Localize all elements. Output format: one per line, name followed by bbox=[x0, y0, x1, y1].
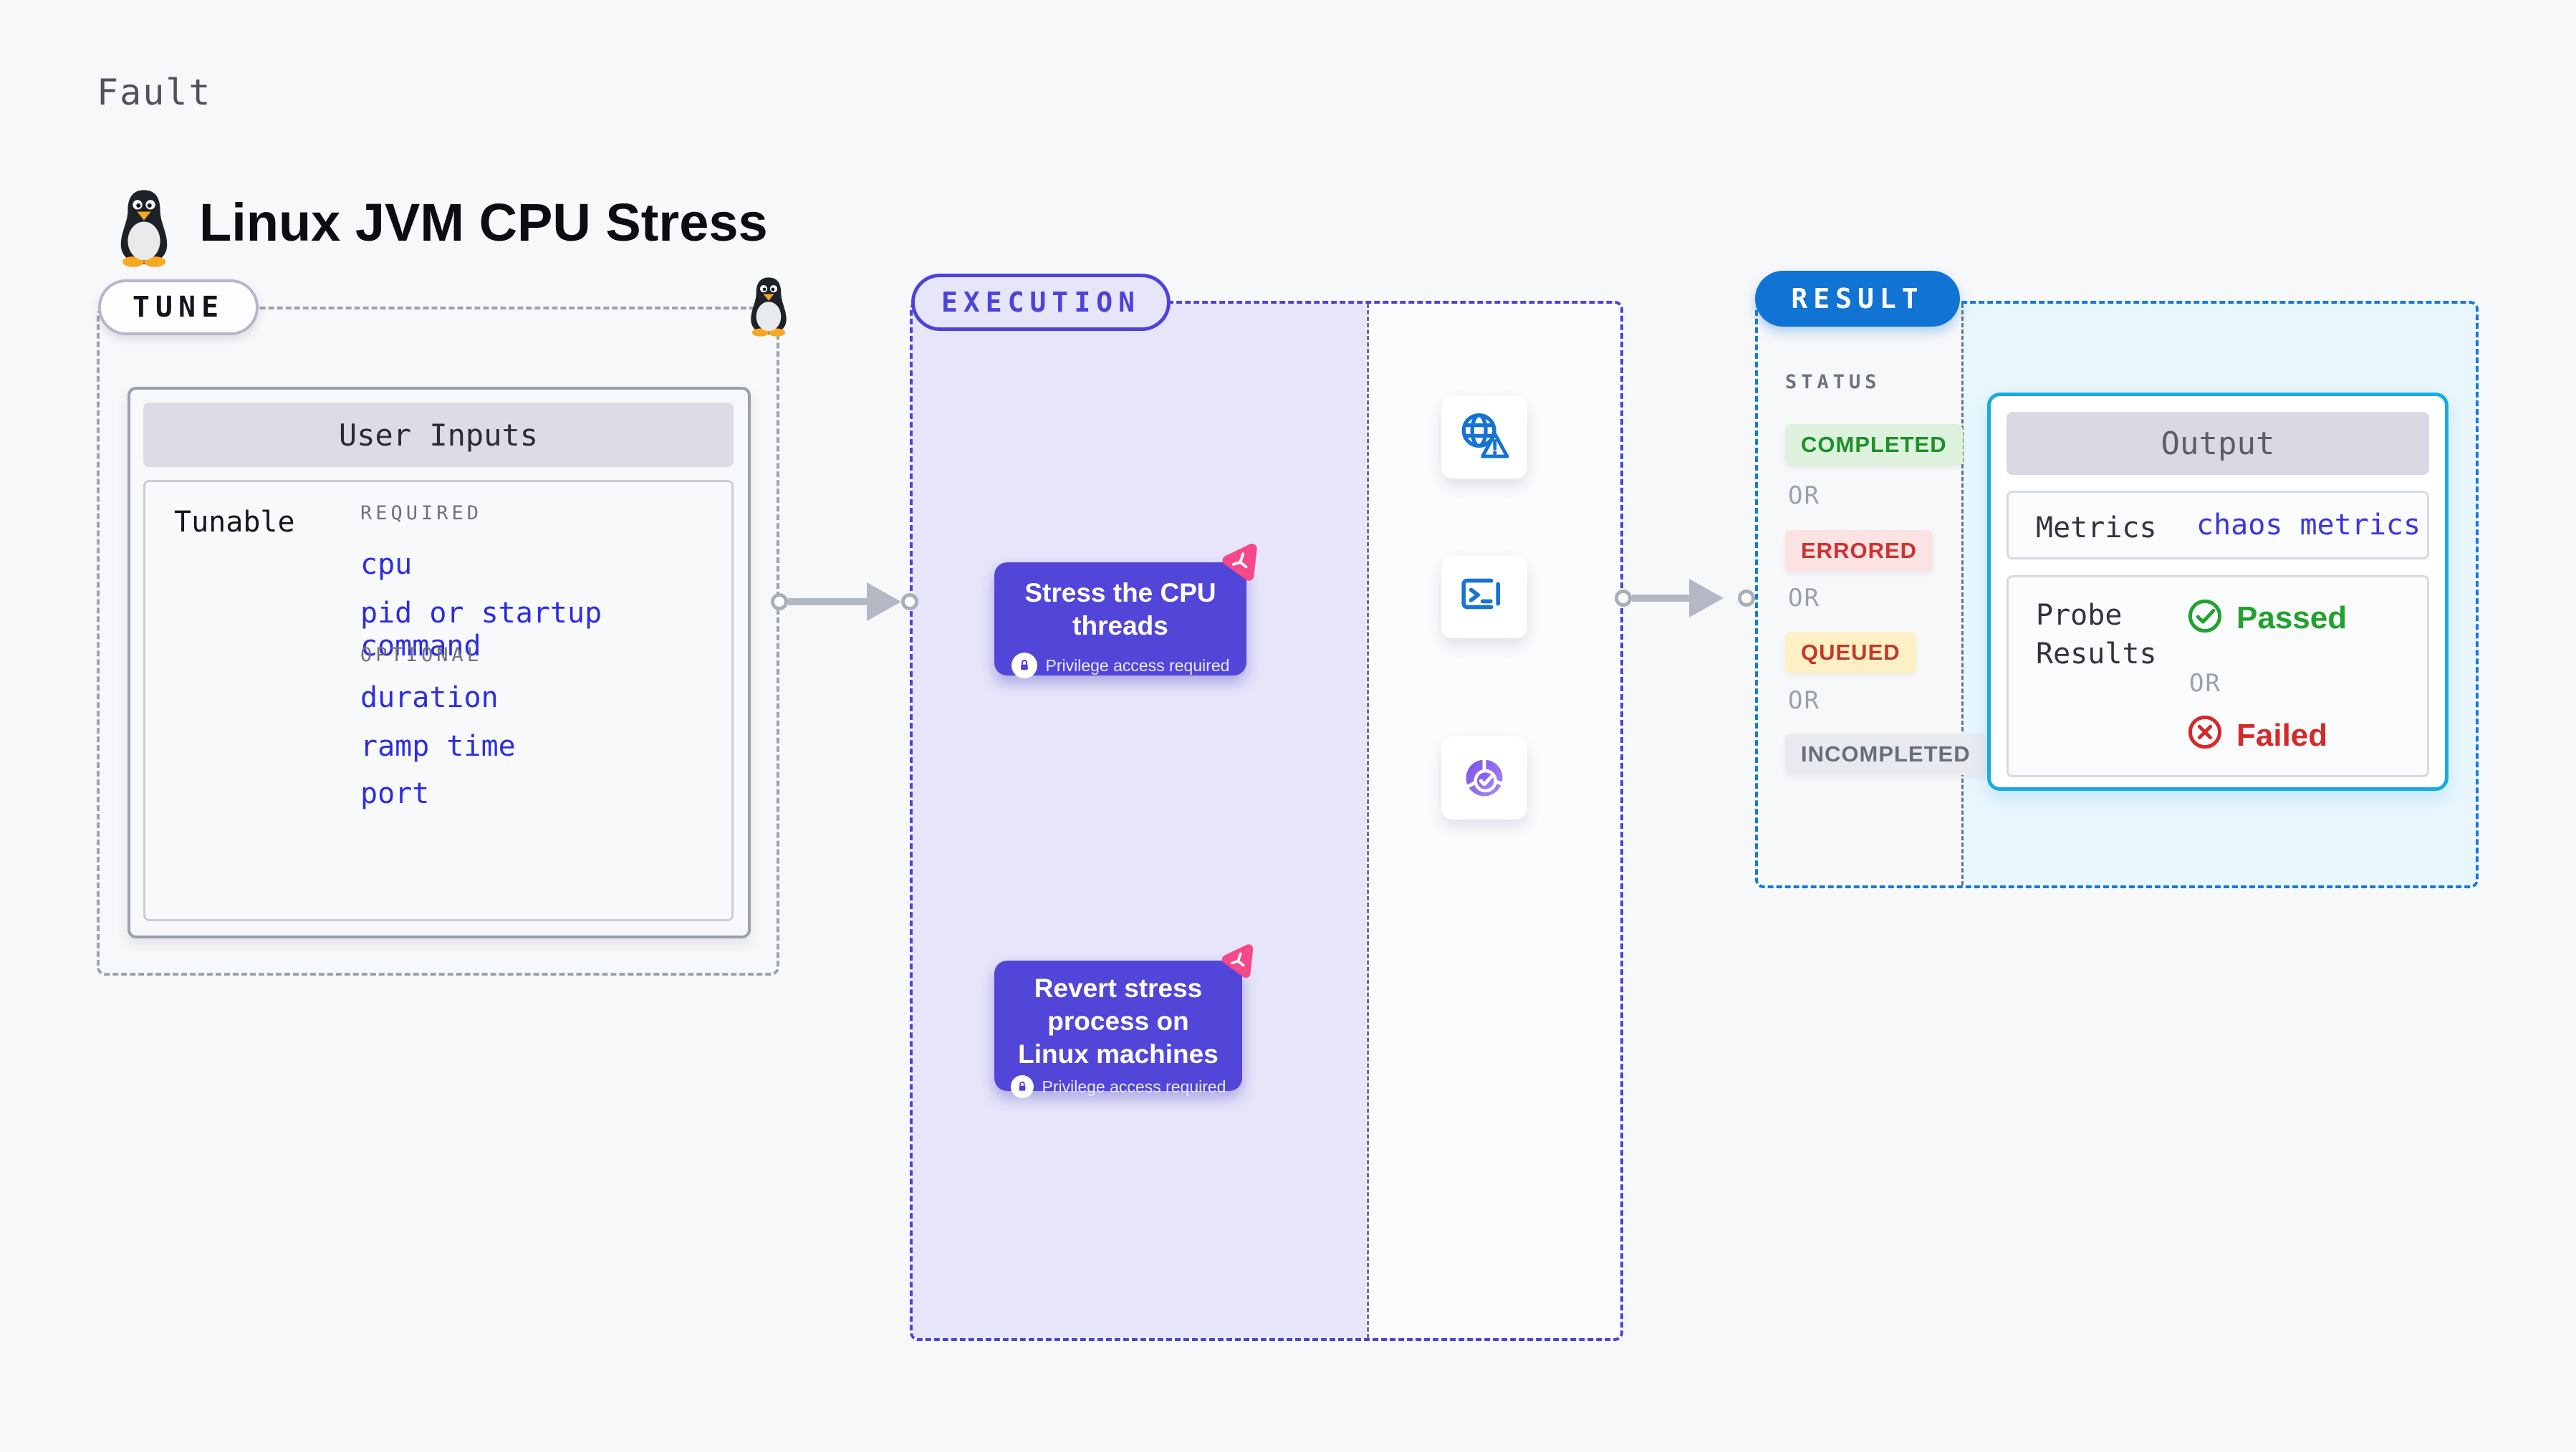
tunable-link-cpu[interactable]: cpu bbox=[360, 548, 413, 581]
status-chip-errored: ERRORED bbox=[1785, 530, 1933, 572]
output-title: Output bbox=[2161, 425, 2275, 462]
failed-label: Failed bbox=[2236, 718, 2328, 753]
passed-check-icon bbox=[2186, 597, 2224, 638]
metrics-value-link[interactable]: chaos metrics bbox=[2196, 509, 2421, 542]
tune-badge-label: TUNE bbox=[132, 291, 225, 324]
connector-node-exec-in bbox=[901, 593, 918, 610]
metrics-row: Metrics chaos metrics bbox=[2007, 491, 2429, 559]
tunable-link-pid-or-startup-command[interactable]: pid or startup command bbox=[360, 597, 602, 663]
result-badge-label: RESULT bbox=[1791, 283, 1924, 314]
tune-badge: TUNE bbox=[98, 279, 259, 335]
privilege-label: Privilege access required bbox=[1042, 1077, 1226, 1096]
output-card-header: Output bbox=[2007, 412, 2429, 475]
terminal-icon bbox=[1461, 578, 1500, 610]
required-group-label: REQUIRED bbox=[360, 502, 483, 524]
user-inputs-card: User Inputs Tunable REQUIRED cpu pid or … bbox=[128, 387, 751, 938]
execution-probes-divider bbox=[1367, 304, 1369, 1338]
chaos-fault-icon bbox=[1222, 543, 1257, 581]
tunables-list: Tunable REQUIRED cpu pid or startup comm… bbox=[143, 480, 734, 921]
result-badge: RESULT bbox=[1755, 271, 1960, 327]
fault-kicker: Fault bbox=[97, 72, 212, 113]
status-output-divider bbox=[1961, 304, 1964, 885]
stress-cpu-button[interactable]: Stress the CPU threads Privilege access … bbox=[994, 562, 1246, 678]
exec-result-connector-arrowhead bbox=[1689, 579, 1724, 617]
connector-node-exec-out bbox=[1615, 590, 1632, 607]
probe-card-http[interactable] bbox=[1441, 395, 1527, 479]
execution-section-box bbox=[910, 301, 1623, 1341]
revert-stress-button-label: Revert stress process on Linux machines bbox=[1018, 973, 1219, 1069]
or-separator: OR bbox=[1788, 584, 1820, 612]
lock-icon bbox=[1011, 653, 1037, 678]
execution-panel bbox=[913, 304, 1366, 1338]
connector-node-result-in bbox=[1738, 590, 1755, 607]
status-column-label: STATUS bbox=[1785, 371, 1881, 393]
user-inputs-header: User Inputs bbox=[143, 403, 734, 467]
tunable-row-label: Tunable bbox=[174, 506, 295, 539]
tune-penguin-icon bbox=[751, 277, 787, 337]
output-card: Output Metrics chaos metrics Probe Resul… bbox=[1987, 393, 2448, 791]
or-separator: OR bbox=[1788, 481, 1820, 510]
optional-group-label: OPTIONAL bbox=[360, 644, 483, 666]
privilege-row: Privilege access required bbox=[994, 653, 1246, 678]
stress-cpu-button-label: Stress the CPU threads bbox=[1024, 578, 1216, 640]
tune-exec-connector-line bbox=[788, 598, 868, 605]
linux-penguin-icon bbox=[120, 190, 168, 267]
status-chip-incompleted: INCOMPLETED bbox=[1785, 734, 1986, 775]
exec-result-connector-line bbox=[1632, 595, 1691, 602]
status-chip-queued: QUEUED bbox=[1785, 632, 1916, 673]
status-chip-completed: COMPLETED bbox=[1785, 424, 1963, 466]
slo-donut-icon bbox=[1464, 756, 1505, 797]
tunable-link-port[interactable]: port bbox=[360, 777, 430, 810]
chaos-fault-icon bbox=[1221, 944, 1254, 979]
tunable-link-ramp-time[interactable]: ramp time bbox=[360, 730, 516, 763]
probe-results-row: Probe Results Passed OR Failed bbox=[2007, 575, 2429, 777]
tune-section-box bbox=[97, 307, 779, 976]
privilege-label: Privilege access required bbox=[1045, 655, 1230, 675]
passed-label: Passed bbox=[2236, 600, 2347, 635]
privilege-row: Privilege access required bbox=[994, 1075, 1242, 1098]
or-separator: OR bbox=[1788, 686, 1820, 715]
or-separator: OR bbox=[2189, 669, 2221, 698]
probe-card-command[interactable] bbox=[1441, 555, 1527, 638]
connector-node-tune-out bbox=[771, 593, 788, 610]
user-inputs-title: User Inputs bbox=[338, 417, 539, 453]
probe-card-srm-slo[interactable] bbox=[1441, 736, 1527, 819]
lock-icon bbox=[1010, 1075, 1034, 1098]
globe-alert-icon bbox=[1461, 413, 1509, 458]
probe-results-label: Probe Results bbox=[2036, 599, 2157, 670]
tunable-link-duration[interactable]: duration bbox=[360, 681, 499, 714]
execution-badge-label: EXECUTION bbox=[941, 287, 1140, 318]
tune-exec-connector-arrowhead bbox=[867, 582, 901, 621]
failed-x-icon bbox=[2186, 713, 2224, 754]
revert-stress-button[interactable]: Revert stress process on Linux machines … bbox=[994, 961, 1242, 1098]
execution-badge: EXECUTION bbox=[911, 274, 1171, 331]
metrics-label: Metrics bbox=[2036, 511, 2157, 544]
page-title: Linux JVM CPU Stress bbox=[199, 193, 768, 252]
